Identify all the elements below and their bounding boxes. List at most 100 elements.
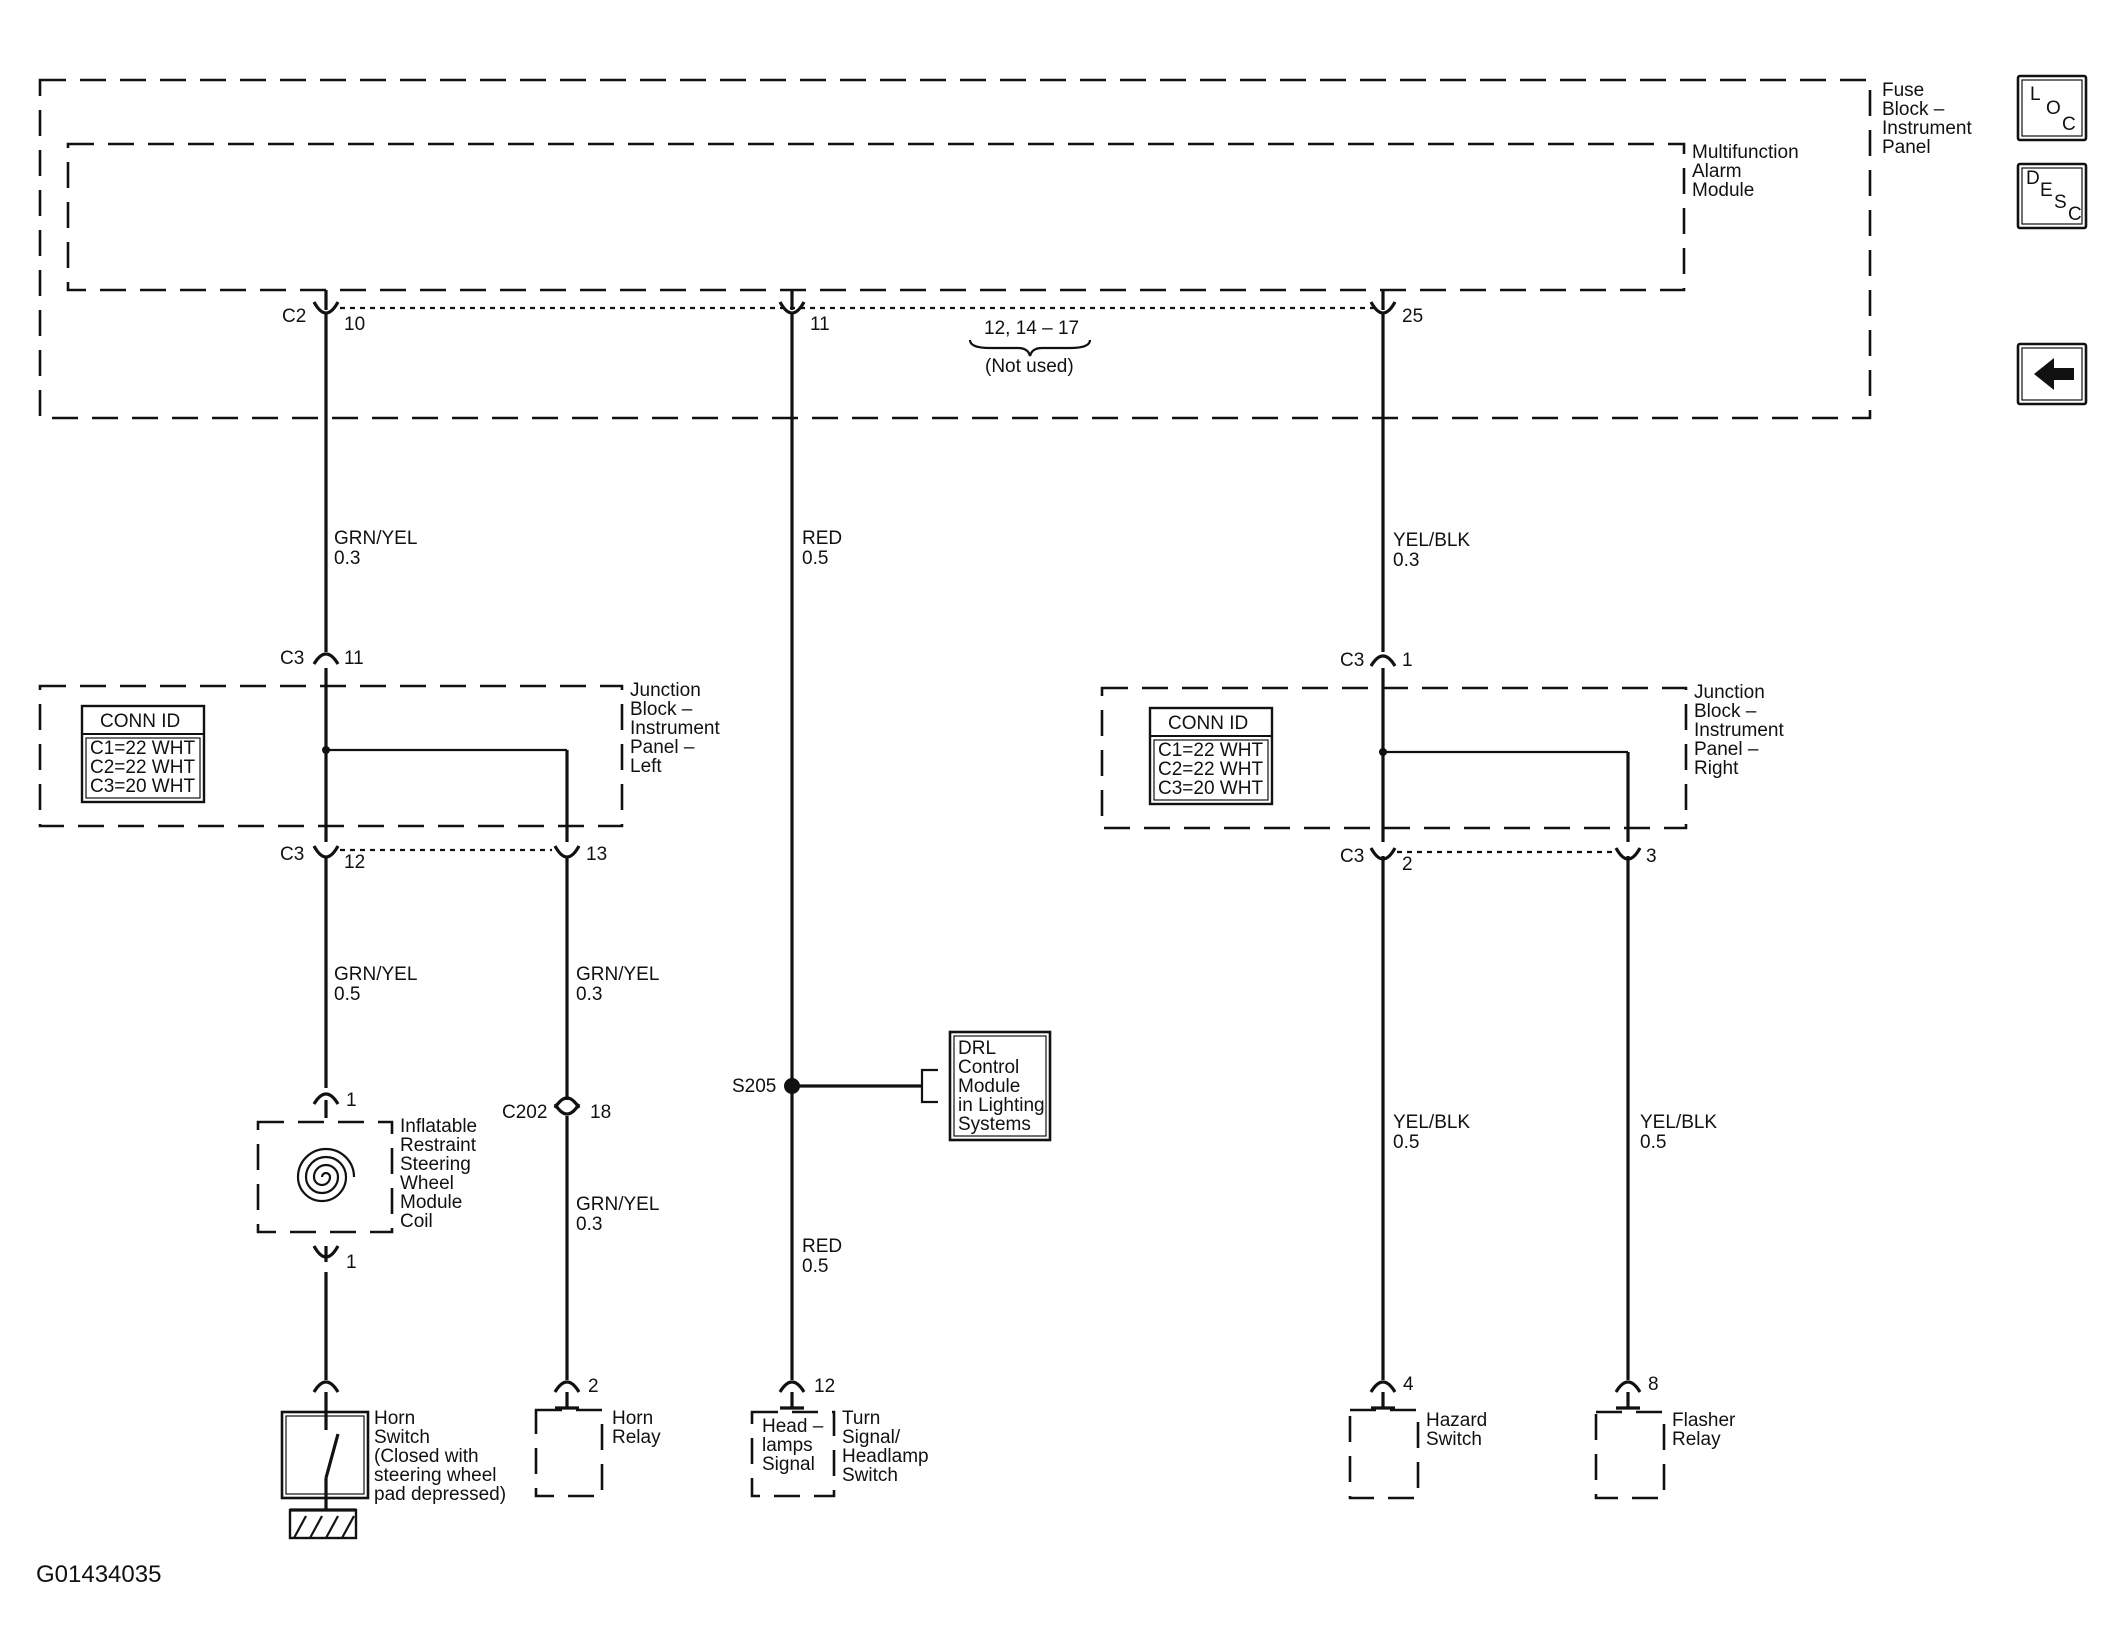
svg-text:YEL/BLK: YEL/BLK	[1393, 530, 1470, 551]
flasher-relay: 8 Flasher Relay	[1594, 1374, 1736, 1500]
svg-text:1: 1	[1402, 650, 1413, 671]
ground-icon	[288, 1498, 358, 1540]
svg-text:CONN ID: CONN ID	[1168, 713, 1248, 734]
coil-label: Inflatable Restraint Steering Wheel Modu…	[400, 1116, 477, 1232]
svg-text:Signal: Signal	[762, 1454, 815, 1475]
svg-text:C3: C3	[280, 844, 304, 865]
splice-s205: S205	[732, 1076, 922, 1097]
svg-text:Right: Right	[1694, 758, 1739, 779]
svg-text:RED: RED	[802, 528, 842, 549]
svg-text:12: 12	[344, 852, 365, 873]
hazard-switch: 4 Hazard Switch	[1348, 1374, 1487, 1500]
svg-text:Headlamp: Headlamp	[842, 1446, 929, 1467]
svg-text:C202: C202	[502, 1102, 547, 1123]
svg-text:12: 12	[814, 1376, 835, 1397]
alarm-module-label: Multifunction Alarm Module	[1692, 142, 1799, 201]
svg-text:C1=22 WHT: C1=22 WHT	[1158, 740, 1263, 761]
svg-text:(Not used): (Not used)	[985, 356, 1074, 377]
horn-switch: Horn Switch (Closed with steering wheel …	[280, 1380, 506, 1540]
svg-text:Switch: Switch	[1426, 1429, 1482, 1450]
loc-button[interactable]: L O C	[2016, 74, 2088, 142]
svg-text:Flasher: Flasher	[1672, 1410, 1736, 1431]
svg-text:Horn: Horn	[612, 1408, 653, 1429]
svg-text:C2=22 WHT: C2=22 WHT	[1158, 759, 1263, 780]
connector-pin-11: 11	[778, 290, 830, 335]
svg-text:C2: C2	[282, 306, 306, 327]
svg-text:Wheel: Wheel	[400, 1173, 454, 1194]
svg-text:in Lighting: in Lighting	[958, 1095, 1045, 1116]
svg-text:lamps: lamps	[762, 1435, 813, 1456]
svg-text:Instrument: Instrument	[1882, 118, 1972, 139]
svg-text:8: 8	[1648, 1374, 1659, 1395]
svg-text:Switch: Switch	[842, 1465, 898, 1486]
conn-id-table-left: CONN ID C1=22 WHT C2=22 WHT C3=20 WHT	[80, 704, 206, 804]
wire-label-right-upper: YEL/BLK 0.3	[1393, 530, 1470, 571]
svg-text:GRN/YEL: GRN/YEL	[576, 964, 659, 985]
svg-text:C3=20 WHT: C3=20 WHT	[1158, 778, 1263, 799]
svg-text:Block –: Block –	[630, 699, 693, 720]
svg-text:Junction: Junction	[1694, 682, 1765, 703]
svg-text:Switch: Switch	[374, 1427, 430, 1448]
fuse-block-label: Fuse Block – Instrument Panel	[1882, 80, 1972, 158]
svg-text:Block –: Block –	[1694, 701, 1757, 722]
svg-text:Restraint: Restraint	[400, 1135, 477, 1156]
horn-relay: 2 Horn Relay	[534, 1376, 661, 1498]
svg-text:Instrument: Instrument	[630, 718, 720, 739]
svg-text:Junction: Junction	[630, 680, 701, 701]
svg-text:Panel –: Panel –	[630, 737, 695, 758]
desc-button[interactable]: D E S C	[2016, 162, 2088, 230]
svg-text:Multifunction: Multifunction	[1692, 142, 1799, 163]
svg-text:18: 18	[590, 1102, 611, 1123]
svg-text:YEL/BLK: YEL/BLK	[1640, 1112, 1717, 1133]
svg-text:C2=22 WHT: C2=22 WHT	[90, 757, 195, 778]
wire-label-right-lower-b: YEL/BLK 0.5	[1640, 1112, 1717, 1153]
svg-text:C3: C3	[280, 648, 304, 669]
wire-label-left-lower-a: GRN/YEL 0.5	[334, 964, 417, 1005]
svg-text:C3: C3	[1340, 846, 1364, 867]
svg-text:11: 11	[344, 648, 364, 669]
svg-text:Turn: Turn	[842, 1408, 880, 1429]
svg-text:Coil: Coil	[400, 1211, 433, 1232]
svg-text:4: 4	[1403, 1374, 1414, 1395]
svg-text:CONN ID: CONN ID	[100, 711, 180, 732]
svg-text:Module: Module	[400, 1192, 462, 1213]
svg-text:Horn: Horn	[374, 1408, 415, 1429]
back-button[interactable]	[2016, 342, 2088, 406]
svg-text:Hazard: Hazard	[1426, 1410, 1487, 1431]
svg-text:YEL/BLK: YEL/BLK	[1393, 1112, 1470, 1133]
horn-switch-label: Horn Switch (Closed with steering wheel …	[374, 1408, 506, 1505]
svg-text:C1=22 WHT: C1=22 WHT	[90, 738, 195, 759]
alarm-module-outline	[66, 142, 1686, 292]
svg-text:Control: Control	[958, 1057, 1019, 1078]
svg-text:13: 13	[586, 844, 607, 865]
svg-text:S205: S205	[732, 1076, 776, 1097]
svg-text:Module: Module	[958, 1076, 1020, 1097]
svg-text:Relay: Relay	[612, 1427, 661, 1448]
connector-c2-10: C2 10	[282, 290, 365, 335]
wire-label-left-upper: GRN/YEL 0.3	[334, 528, 417, 569]
connector-pin-25: 25	[1369, 290, 1423, 327]
svg-text:1: 1	[346, 1090, 357, 1111]
svg-text:3: 3	[1646, 846, 1657, 867]
desc-d: D	[2026, 168, 2040, 189]
svg-text:Alarm: Alarm	[1692, 161, 1742, 182]
svg-text:0.3: 0.3	[576, 984, 602, 1005]
svg-text:25: 25	[1402, 306, 1423, 327]
svg-text:C3: C3	[1340, 650, 1364, 671]
coil-icon	[296, 1147, 356, 1203]
fuse-block-outline	[38, 78, 1872, 420]
svg-text:(Closed with: (Closed with	[374, 1446, 479, 1467]
not-used-pins: 12, 14 – 17 (Not used)	[968, 318, 1092, 377]
figure-id: G01434035	[36, 1561, 161, 1588]
svg-text:RED: RED	[802, 1236, 842, 1257]
jb-right-label: Junction Block – Instrument Panel – Righ…	[1694, 682, 1784, 779]
wire-label-center-upper: RED 0.5	[802, 528, 842, 569]
svg-text:DRL: DRL	[958, 1038, 996, 1059]
svg-text:C3=20 WHT: C3=20 WHT	[90, 776, 195, 797]
svg-text:0.5: 0.5	[334, 984, 360, 1005]
arrow-left-icon	[2034, 358, 2074, 390]
svg-text:0.3: 0.3	[576, 1214, 602, 1235]
junction-block-left: C3 11 C3 12 13 Junction Block – Instrume…	[38, 648, 720, 873]
svg-text:1: 1	[346, 1252, 357, 1273]
